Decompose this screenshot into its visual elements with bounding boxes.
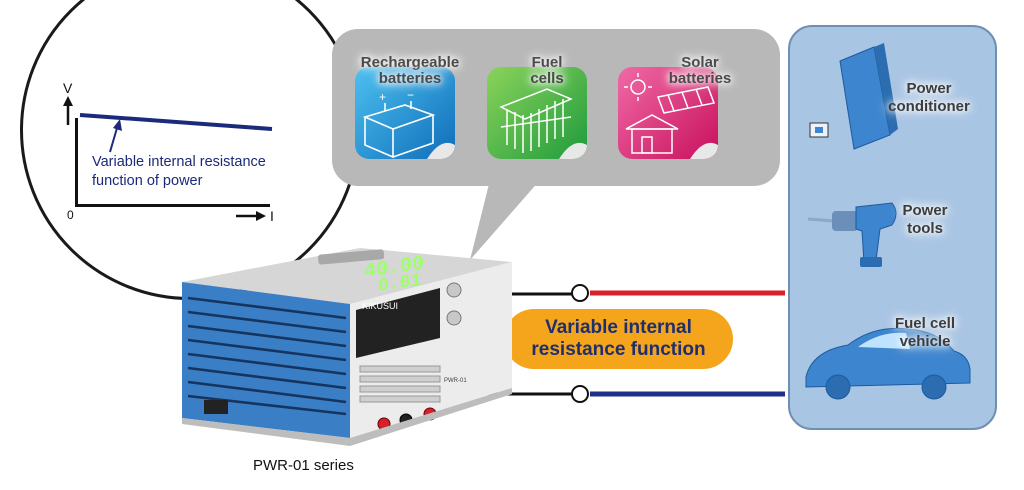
solar-panel-icon <box>624 73 718 159</box>
note-pointer-arrowhead <box>113 119 122 131</box>
source-card-batteries: + − <box>355 67 455 159</box>
device-model: PWR-01 <box>444 378 467 384</box>
battery-icon: + − <box>362 88 455 159</box>
application-icons <box>805 43 971 400</box>
origin-label: 0 <box>67 208 74 222</box>
graph-note: Variable internal resistance function of… <box>92 153 322 191</box>
device-handle <box>318 249 385 265</box>
x-axis-label: I <box>270 208 274 224</box>
graph-overlay <box>63 96 273 221</box>
device-caption: PWR-01 series <box>253 457 354 474</box>
variable-resistance-function-label: Variable internal resistance function <box>504 309 733 369</box>
positive-terminal-node <box>571 284 589 302</box>
graph-note-line2: function of power <box>92 173 203 189</box>
car-icon <box>805 327 971 400</box>
graph-y-axis <box>75 118 78 206</box>
x-axis-arrowhead <box>256 211 266 221</box>
svg-text:+: + <box>379 90 386 104</box>
device-brand: KIKUSUI <box>362 301 398 311</box>
negative-terminal-node <box>571 385 589 403</box>
source-card-solar <box>618 67 718 159</box>
graph-x-axis <box>75 204 270 207</box>
device-knob-bottom <box>446 310 462 326</box>
power-conditioner-icon <box>809 43 898 150</box>
device-display <box>356 288 440 358</box>
source-card-fuel-cells <box>487 67 587 159</box>
device-top <box>182 248 512 304</box>
power-switch <box>204 400 228 414</box>
device-knob-top <box>446 282 462 298</box>
graph-note-line1: Variable internal resistance <box>92 154 266 170</box>
y-axis-label: V <box>63 80 73 96</box>
fuel-cell-icon <box>499 88 587 159</box>
power-drill-icon <box>807 202 897 267</box>
y-axis-arrowhead <box>63 96 73 106</box>
device-side-vents <box>182 282 350 438</box>
characteristic-line <box>79 113 273 131</box>
svg-text:−: − <box>407 88 414 102</box>
note-pointer-arrow <box>109 127 118 153</box>
